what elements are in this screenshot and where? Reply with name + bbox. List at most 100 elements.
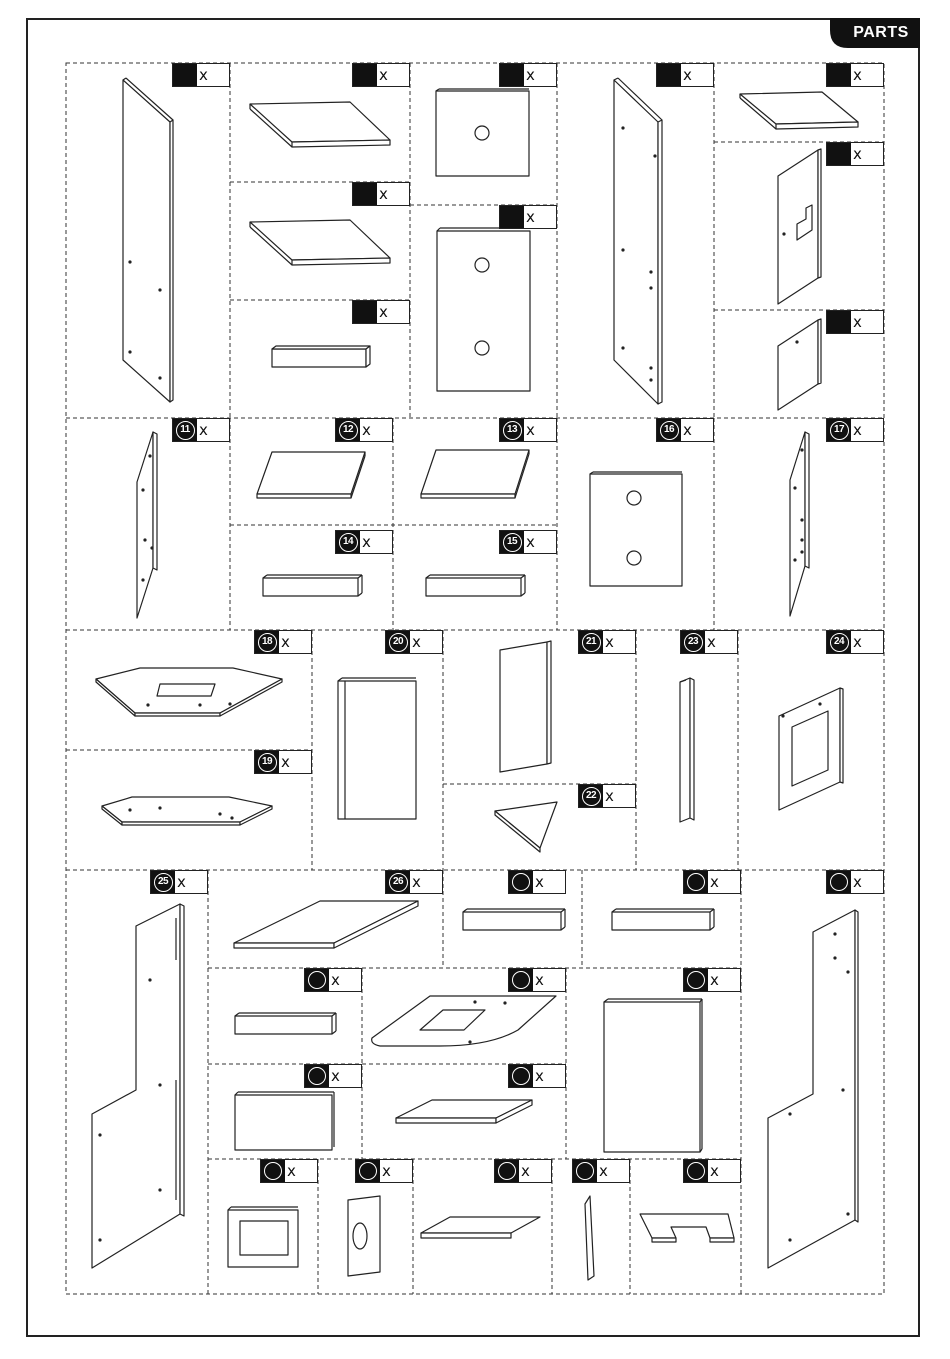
part-number-badge xyxy=(356,1160,380,1182)
part-38-drawing xyxy=(585,1196,594,1280)
part-qty-label: x xyxy=(352,300,410,324)
part-number-badge: 12 xyxy=(336,419,360,441)
part-number-badge xyxy=(353,183,377,205)
part-19-drawing xyxy=(102,797,272,825)
part-28-drawing xyxy=(612,909,714,930)
part-qty-label: x xyxy=(499,205,557,229)
part-number-badge xyxy=(573,1160,597,1182)
part-36-drawing xyxy=(348,1196,380,1276)
part-number-badge xyxy=(353,64,377,86)
part-number-badge: 11 xyxy=(173,419,197,441)
part-qty-label: x xyxy=(304,968,362,992)
part-number-badge: 18 xyxy=(255,631,279,653)
part-qty-label: x xyxy=(683,870,741,894)
part-qty-label: x xyxy=(826,870,884,894)
part-number-badge: 17 xyxy=(827,419,851,441)
part-number-badge: 20 xyxy=(386,631,410,653)
part-qty-label: x xyxy=(508,1064,566,1088)
part-number-badge xyxy=(827,143,851,165)
part-qty-label: x xyxy=(355,1159,413,1183)
part-number-badge xyxy=(500,206,524,228)
part-number-badge: 14 xyxy=(336,531,360,553)
part-31-drawing xyxy=(372,996,556,1046)
part-qty-label: x xyxy=(352,182,410,206)
part-number-badge: 26 xyxy=(386,871,410,893)
part-number-badge: 21 xyxy=(579,631,603,653)
part-qty-label: 18x xyxy=(254,630,312,654)
part-26-drawing xyxy=(234,901,418,948)
part-3-drawing xyxy=(436,89,529,176)
part-29-drawing xyxy=(768,910,858,1268)
part-qty-label: x xyxy=(683,968,741,992)
part-qty-label: x xyxy=(304,1064,362,1088)
part-number-badge xyxy=(495,1160,519,1182)
part-number-badge xyxy=(500,64,524,86)
part-21-drawing xyxy=(500,641,551,772)
part-32-drawing xyxy=(604,999,702,1152)
part-20-drawing xyxy=(338,678,416,819)
part-10-drawing xyxy=(778,319,821,410)
part-6-drawing xyxy=(272,346,370,367)
part-number-badge: 25 xyxy=(151,871,175,893)
part-number-badge xyxy=(684,969,708,991)
part-qty-label: x xyxy=(508,870,566,894)
part-qty-label: x xyxy=(826,310,884,334)
part-qty-label: x xyxy=(656,63,714,87)
part-number-badge xyxy=(509,969,533,991)
part-18-drawing xyxy=(96,668,282,716)
part-qty-label: x xyxy=(260,1159,318,1183)
part-2-drawing xyxy=(250,102,390,142)
part-33-drawing xyxy=(235,1092,334,1150)
part-11-drawing xyxy=(137,432,157,618)
part-number-badge xyxy=(657,64,681,86)
part-17-drawing xyxy=(790,432,809,616)
part-number-badge: 19 xyxy=(255,751,279,773)
part-number-badge xyxy=(827,311,851,333)
part-qty-label: x xyxy=(572,1159,630,1183)
part-5-drawing xyxy=(437,228,530,391)
part-22-drawing xyxy=(495,802,557,852)
part-number-badge: 15 xyxy=(500,531,524,553)
part-13-drawing xyxy=(421,450,529,498)
part-number-badge xyxy=(509,871,533,893)
part-number-badge xyxy=(305,969,329,991)
part-qty-label: x xyxy=(172,63,230,87)
part-1-drawing xyxy=(123,78,173,402)
part-number-badge xyxy=(261,1160,285,1182)
part-qty-label: 15x xyxy=(499,530,557,554)
part-number-badge: 13 xyxy=(500,419,524,441)
part-39-drawing xyxy=(640,1214,734,1242)
part-27-drawing xyxy=(463,909,565,930)
part-qty-label: x xyxy=(494,1159,552,1183)
part-qty-label: x xyxy=(683,1159,741,1183)
part-number-badge xyxy=(684,871,708,893)
part-number-badge xyxy=(509,1065,533,1087)
part-number-badge: 23 xyxy=(681,631,705,653)
part-qty-label: x xyxy=(826,142,884,166)
part-37-drawing xyxy=(421,1217,540,1238)
part-4-drawing xyxy=(250,220,390,260)
part-14-drawing xyxy=(263,575,362,596)
part-number-badge xyxy=(305,1065,329,1087)
part-number-badge xyxy=(827,64,851,86)
part-30-drawing xyxy=(235,1013,336,1034)
part-25-drawing xyxy=(92,904,184,1268)
part-8-drawing xyxy=(740,92,858,129)
part-number-badge: 24 xyxy=(827,631,851,653)
part-number-badge xyxy=(353,301,377,323)
part-qty-label: x xyxy=(826,63,884,87)
part-9-drawing xyxy=(778,149,821,304)
part-qty-label: x xyxy=(352,63,410,87)
